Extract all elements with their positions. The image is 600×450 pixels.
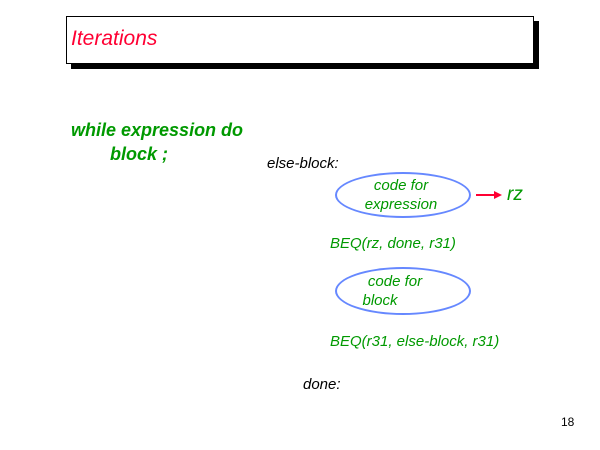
title-box: Iterations (66, 16, 534, 64)
beq-else-block: BEQ(r31, else-block, r31) (330, 333, 500, 350)
block-ellipse (335, 267, 471, 315)
ellipse2-line1: code for (367, 273, 423, 290)
block-line: block ; (110, 144, 169, 164)
done-label: done: (303, 376, 341, 393)
expression-ellipse (335, 172, 471, 218)
beq-done: BEQ(rz, done, r31) (330, 235, 456, 252)
expression-ellipse-text: code for expression (335, 176, 467, 214)
ellipse1-line1: code for (373, 177, 429, 194)
ellipse1-line2: expression (364, 196, 438, 213)
ellipse2-line2: block (362, 292, 398, 309)
while-line: while expression do (71, 120, 244, 140)
else-block-label: else-block: (267, 155, 339, 172)
slide-title: Iterations (71, 27, 158, 50)
arrow-right-icon (476, 191, 502, 199)
rz-label: rz (507, 184, 523, 205)
page-number: 18 (561, 415, 575, 429)
block-ellipse-text: code for block (335, 272, 455, 310)
